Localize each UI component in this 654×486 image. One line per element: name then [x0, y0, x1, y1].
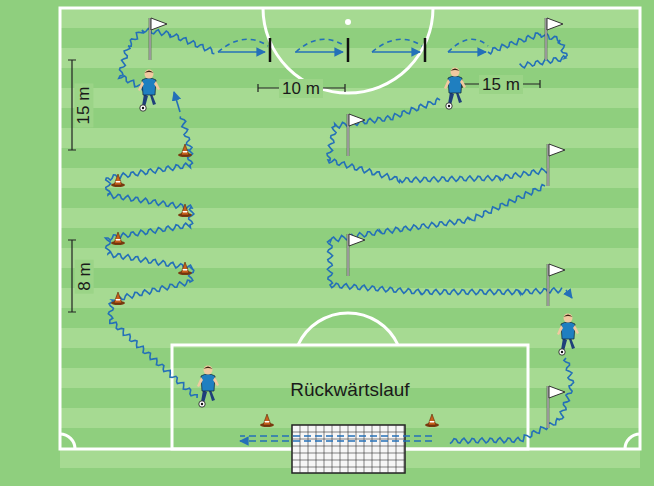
grass-stripe: [60, 208, 640, 228]
dribble-path: [327, 185, 562, 295]
dimension-label: 15 m: [479, 75, 523, 94]
dribble-path: [327, 98, 548, 182]
dribble-path: [450, 358, 574, 444]
dimension-label: 10 m: [279, 79, 323, 98]
grass-stripe: [60, 168, 640, 188]
dribble-path: [119, 29, 215, 92]
dribble-path: [105, 116, 197, 398]
dimension-label: 15 m: [74, 83, 93, 127]
exercise-note: Rückwärtslauf: [287, 379, 412, 400]
dribble-path: [488, 33, 567, 68]
dimension-label: 8 m: [75, 259, 94, 293]
